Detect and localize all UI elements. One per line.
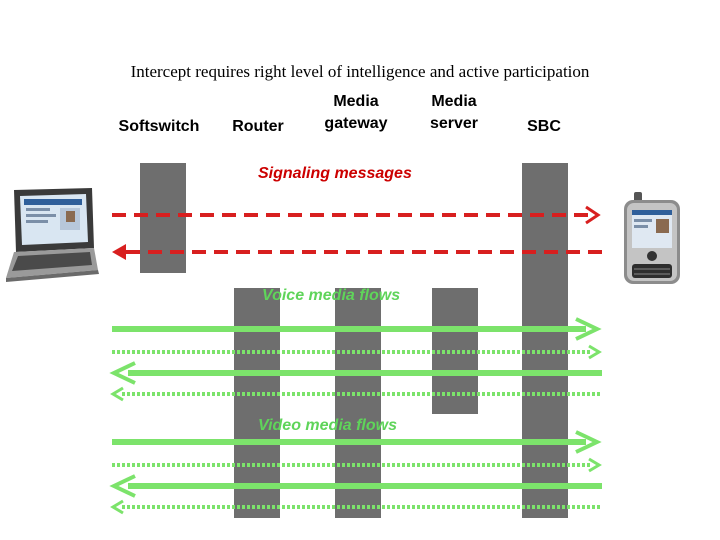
sbc-bar (522, 163, 568, 518)
label-softswitch: Softswitch (118, 118, 200, 135)
signaling-label: Signaling messages (258, 165, 412, 182)
voice-flow-dotted-right (112, 344, 602, 360)
pda-phone-icon (624, 192, 680, 284)
voice-flow-dotted-left (110, 386, 602, 402)
video-flow-dotted-right (112, 457, 602, 473)
signaling-arrow-right (112, 205, 601, 225)
laptop-icon (6, 188, 99, 282)
voice-label: Voice media flows (262, 287, 401, 304)
voice-flow-solid-right (112, 317, 602, 341)
video-flow-dotted-left (110, 499, 602, 515)
video-flow-solid-right (112, 430, 602, 454)
signaling-arrow-left (112, 244, 602, 260)
voice-flow-solid-left (109, 361, 602, 385)
slide-title: Intercept requires right level of intell… (130, 62, 590, 81)
label-router: Router (232, 118, 284, 135)
label-sbc: SBC (527, 118, 561, 135)
label-media-gateway: Media gateway (324, 93, 388, 132)
video-label: Video media flows (258, 417, 397, 434)
video-flow-solid-left (109, 474, 602, 498)
softswitch-bar (140, 163, 186, 273)
label-media-server: Media server (429, 93, 479, 132)
